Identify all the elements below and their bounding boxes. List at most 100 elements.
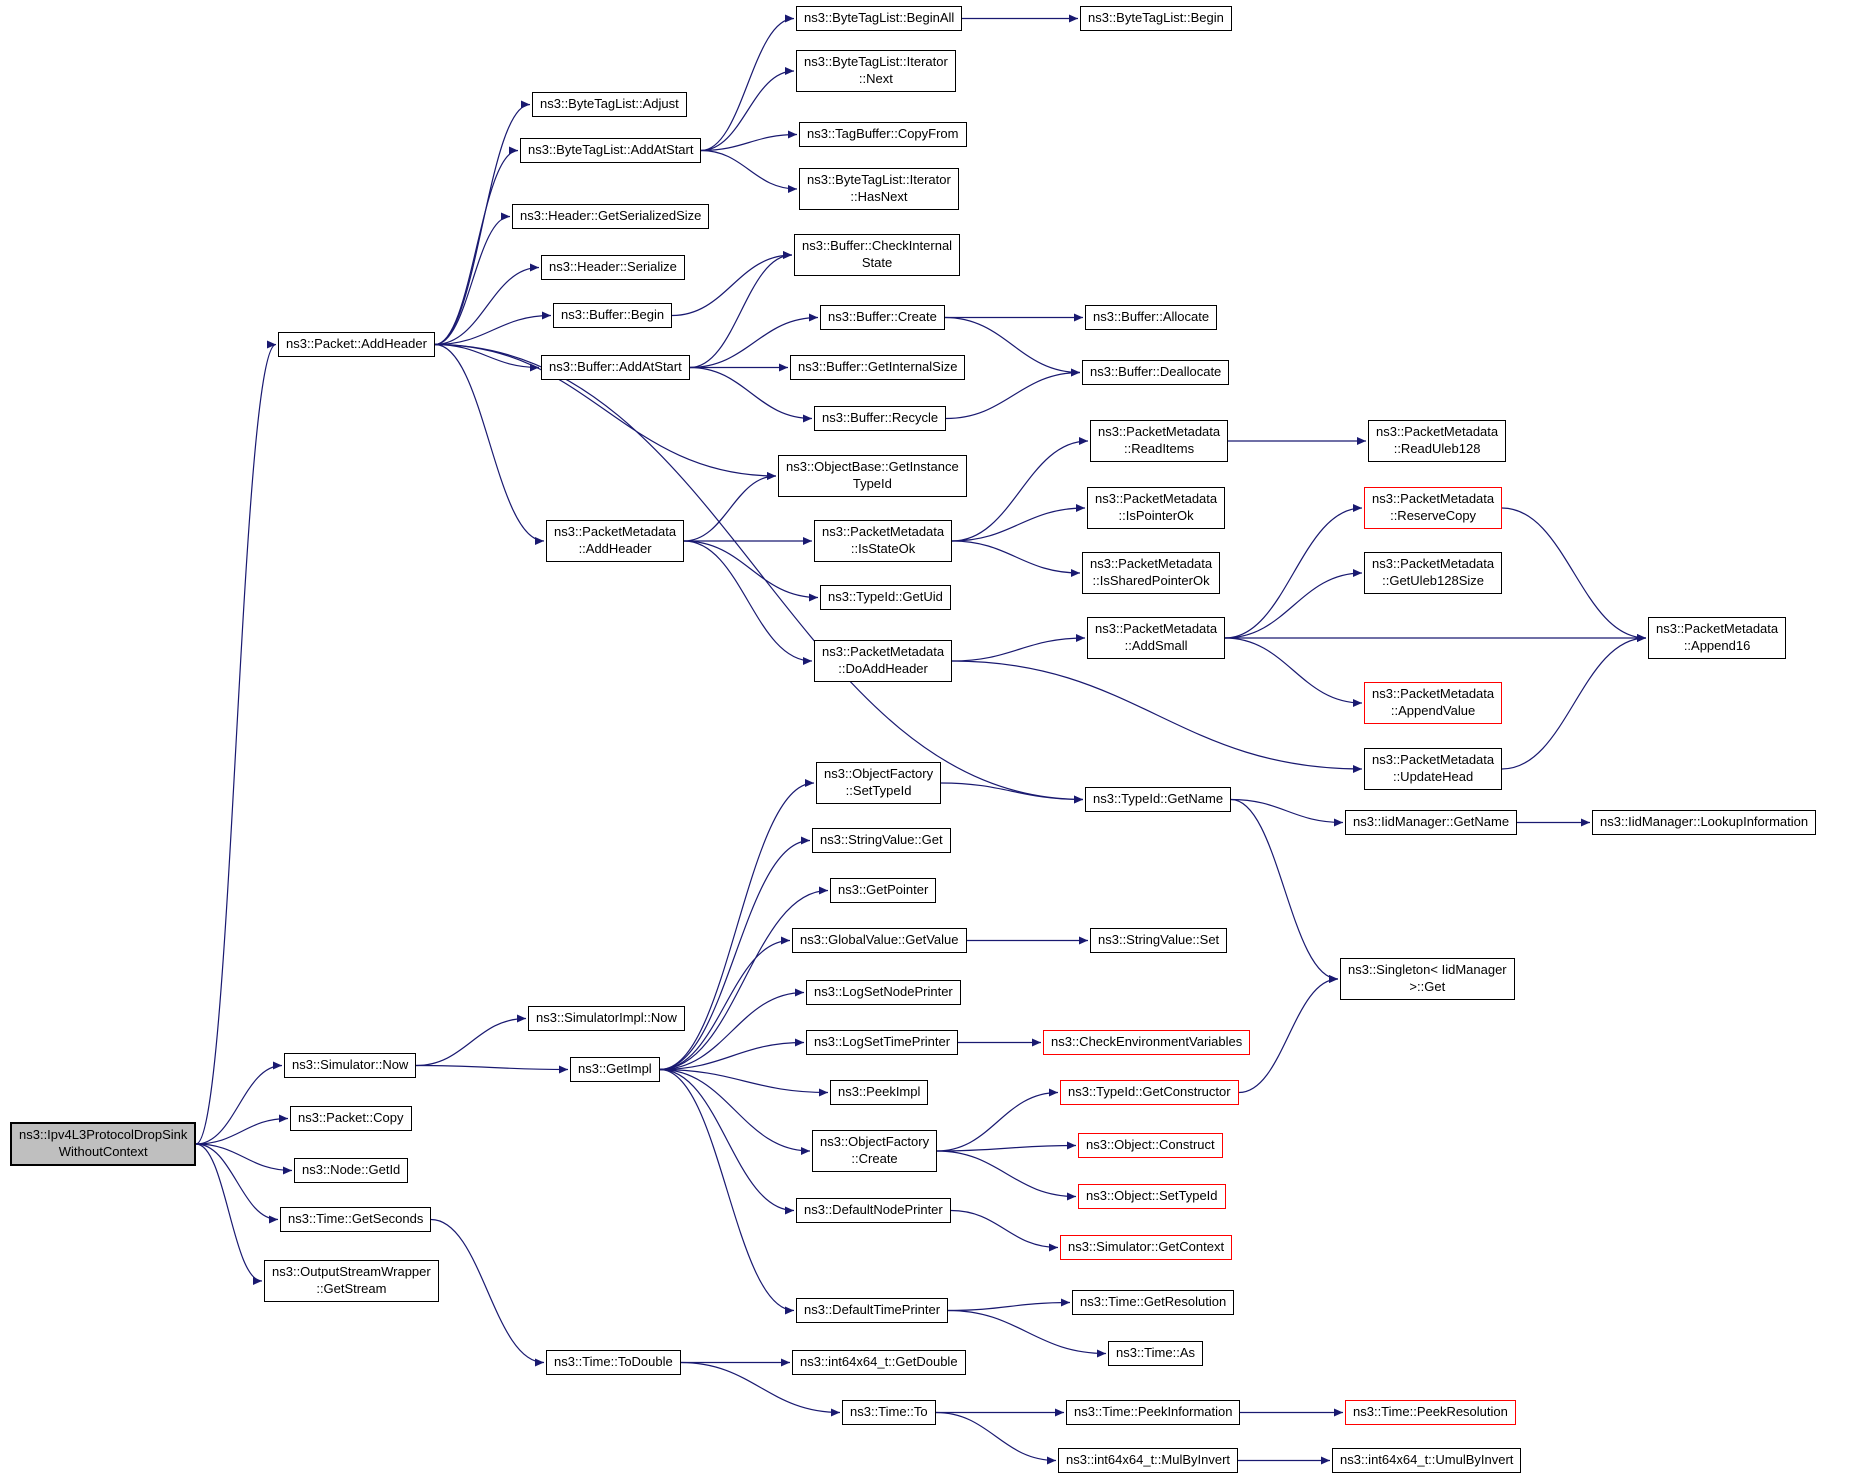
graph-node-label: ns3::TypeId::GetUid: [828, 589, 943, 604]
graph-node-time_todouble[interactable]: ns3::Time::ToDouble: [546, 1350, 681, 1375]
graph-node-label: ::GetStream: [316, 1280, 387, 1296]
call-edge-buf_addatstart-to-buf_create: [689, 313, 819, 369]
graph-node-sv_get[interactable]: ns3::StringValue::Get: [812, 828, 951, 853]
graph-node-logsettimeprinter[interactable]: ns3::LogSetTimePrinter: [806, 1030, 959, 1055]
graph-node-pkt_copy[interactable]: ns3::Packet::Copy: [290, 1106, 412, 1131]
graph-node-label: ns3::Ipv4L3ProtocolDropSink: [19, 1127, 188, 1142]
graph-node-btl_begin[interactable]: ns3::ByteTagList::Begin: [1080, 6, 1232, 31]
graph-node-label: ns3::Singleton< IidManager: [1348, 962, 1507, 977]
graph-node-hdr_getserializedsize[interactable]: ns3::Header::GetSerializedSize: [512, 204, 710, 229]
graph-node-pm_updatehead[interactable]: ns3::PacketMetadata::UpdateHead: [1364, 748, 1503, 790]
call-edge-root-to-node_getid: [195, 1143, 293, 1175]
call-edge-root-to-osw_getstream: [195, 1143, 263, 1286]
graph-node-time_as[interactable]: ns3::Time::As: [1108, 1341, 1203, 1366]
graph-node-buf_create[interactable]: ns3::Buffer::Create: [820, 305, 945, 330]
graph-node-sim_now[interactable]: ns3::Simulator::Now: [284, 1053, 417, 1078]
graph-node-defaultnodeprinter[interactable]: ns3::DefaultNodePrinter: [796, 1198, 951, 1223]
call-graph-edges: [195, 14, 1647, 1465]
graph-node-label: ns3::PacketMetadata: [554, 524, 677, 539]
graph-node-i64_getdouble[interactable]: ns3::int64x64_t::GetDouble: [792, 1350, 966, 1375]
graph-node-label: ns3::Buffer::Begin: [561, 307, 665, 322]
call-edge-of_create-to-obj_settypeid: [936, 1150, 1077, 1201]
graph-node-pm_readitems[interactable]: ns3::PacketMetadata::ReadItems: [1090, 420, 1229, 462]
graph-node-pm_ispointerok[interactable]: ns3::PacketMetadata::IsPointerOk: [1087, 487, 1226, 529]
graph-node-defaulttimeprinter[interactable]: ns3::DefaultTimePrinter: [796, 1298, 949, 1323]
graph-node-pm_append16[interactable]: ns3::PacketMetadata::Append16: [1648, 617, 1787, 659]
graph-node-time_peekinformation[interactable]: ns3::Time::PeekInformation: [1066, 1400, 1241, 1425]
graph-node-tid_getconstructor[interactable]: ns3::TypeId::GetConstructor: [1060, 1080, 1239, 1105]
graph-node-buf_recycle[interactable]: ns3::Buffer::Recycle: [814, 406, 947, 431]
graph-node-copyfrom[interactable]: ns3::TagBuffer::CopyFrom: [799, 122, 967, 147]
graph-node-label: ::IsPointerOk: [1118, 507, 1194, 523]
graph-node-getpointer[interactable]: ns3::GetPointer: [830, 878, 937, 903]
graph-node-hdr_serialize[interactable]: ns3::Header::Serialize: [541, 255, 685, 280]
graph-node-pm_getuleb128size[interactable]: ns3::PacketMetadata::GetUleb128Size: [1364, 552, 1503, 594]
graph-node-pm_reservecopy[interactable]: ns3::PacketMetadata::ReserveCopy: [1364, 487, 1503, 529]
call-edge-tid_getname-to-singleton_get: [1230, 798, 1339, 984]
graph-node-label: ns3::Object::SetTypeId: [1086, 1188, 1218, 1203]
graph-node-pm_appendvalue[interactable]: ns3::PacketMetadata::AppendValue: [1364, 682, 1503, 724]
graph-node-buf_addatstart[interactable]: ns3::Buffer::AddAtStart: [541, 355, 690, 380]
call-edge-pkt_addheader-to-hdr_serialize: [434, 263, 540, 346]
graph-node-label: ns3::Buffer::Deallocate: [1090, 364, 1222, 379]
graph-node-pm_addsmall[interactable]: ns3::PacketMetadata::AddSmall: [1087, 617, 1226, 659]
graph-node-adjust[interactable]: ns3::ByteTagList::Adjust: [532, 92, 687, 117]
graph-node-peekimpl[interactable]: ns3::PeekImpl: [830, 1080, 929, 1105]
graph-node-label: ::HasNext: [850, 188, 908, 204]
graph-node-pm_addheader[interactable]: ns3::PacketMetadata::AddHeader: [546, 520, 685, 562]
graph-node-label: ns3::ByteTagList::Adjust: [540, 96, 679, 111]
graph-node-label: ::GetUleb128Size: [1382, 572, 1485, 588]
graph-node-beginall[interactable]: ns3::ByteTagList::BeginAll: [796, 6, 963, 31]
call-edge-pkt_addheader-to-tid_getname: [434, 343, 1084, 804]
call-edge-root-to-time_getseconds: [195, 1143, 279, 1224]
graph-node-label: ns3::Buffer::Allocate: [1093, 309, 1210, 324]
graph-node-of_create[interactable]: ns3::ObjectFactory::Create: [812, 1130, 938, 1172]
graph-node-i64_umulbyinvert[interactable]: ns3::int64x64_t::UmulByInvert: [1332, 1448, 1522, 1473]
graph-node-pm_doaddheader[interactable]: ns3::PacketMetadata::DoAddHeader: [814, 640, 953, 682]
graph-node-time_peekresolution[interactable]: ns3::Time::PeekResolution: [1345, 1400, 1516, 1425]
graph-node-node_getid[interactable]: ns3::Node::GetId: [294, 1158, 409, 1183]
graph-node-sv_set[interactable]: ns3::StringValue::Set: [1090, 928, 1228, 953]
graph-node-label: ::UpdateHead: [1392, 768, 1474, 784]
graph-node-buf_begin[interactable]: ns3::Buffer::Begin: [553, 303, 673, 328]
graph-node-of_settypeid[interactable]: ns3::ObjectFactory::SetTypeId: [816, 762, 942, 804]
graph-node-gv_getvalue[interactable]: ns3::GlobalValue::GetValue: [792, 928, 967, 953]
graph-node-getimpl[interactable]: ns3::GetImpl: [570, 1057, 660, 1082]
graph-node-singleton_get[interactable]: ns3::Singleton< IidManager>::Get: [1340, 958, 1515, 1000]
graph-node-buf_allocate[interactable]: ns3::Buffer::Allocate: [1085, 305, 1218, 330]
call-edge-getimpl-to-of_settypeid: [659, 778, 815, 1071]
graph-node-iid_getname[interactable]: ns3::IidManager::GetName: [1345, 810, 1518, 835]
graph-node-obj_settypeid[interactable]: ns3::Object::SetTypeId: [1078, 1184, 1226, 1209]
graph-node-iid_lookupinformation[interactable]: ns3::IidManager::LookupInformation: [1592, 810, 1817, 835]
graph-node-obj_construct[interactable]: ns3::Object::Construct: [1078, 1133, 1223, 1158]
graph-node-buf_getinternalsize[interactable]: ns3::Buffer::GetInternalSize: [790, 355, 966, 380]
graph-node-tid_getuid[interactable]: ns3::TypeId::GetUid: [820, 585, 951, 610]
graph-node-pm_issharedpointerok[interactable]: ns3::PacketMetadata::IsSharedPointerOk: [1082, 552, 1221, 594]
graph-node-checkenv[interactable]: ns3::CheckEnvironmentVariables: [1043, 1030, 1251, 1055]
graph-node-label: TypeId: [852, 475, 892, 491]
graph-node-time_getresolution[interactable]: ns3::Time::GetResolution: [1072, 1290, 1235, 1315]
graph-node-label: ns3::TypeId::GetName: [1093, 791, 1224, 806]
graph-node-iter_next[interactable]: ns3::ByteTagList::Iterator::Next: [796, 50, 956, 92]
graph-node-time_to[interactable]: ns3::Time::To: [842, 1400, 936, 1425]
graph-node-time_getseconds[interactable]: ns3::Time::GetSeconds: [280, 1207, 432, 1232]
graph-node-label: WithoutContext: [58, 1143, 148, 1159]
graph-node-iter_hasnext[interactable]: ns3::ByteTagList::Iterator::HasNext: [799, 168, 959, 210]
graph-node-pkt_addheader[interactable]: ns3::Packet::AddHeader: [278, 332, 435, 357]
graph-node-sim_getcontext[interactable]: ns3::Simulator::GetContext: [1060, 1235, 1233, 1260]
graph-node-simimpl_now[interactable]: ns3::SimulatorImpl::Now: [528, 1006, 685, 1031]
graph-node-btl_addatstart[interactable]: ns3::ByteTagList::AddAtStart: [520, 138, 702, 163]
graph-node-label: ns3::Time::PeekInformation: [1074, 1404, 1233, 1419]
graph-node-i64_mulbyinvert[interactable]: ns3::int64x64_t::MulByInvert: [1058, 1448, 1239, 1473]
graph-node-tid_getname[interactable]: ns3::TypeId::GetName: [1085, 787, 1232, 812]
graph-node-logsetnodeprinter[interactable]: ns3::LogSetNodePrinter: [806, 980, 961, 1005]
call-edge-root-to-pkt_copy: [195, 1114, 289, 1145]
graph-node-buf_deallocate[interactable]: ns3::Buffer::Deallocate: [1082, 360, 1230, 385]
graph-node-pm_isstateok[interactable]: ns3::PacketMetadata::IsStateOk: [814, 520, 953, 562]
graph-node-pm_readuleb128[interactable]: ns3::PacketMetadata::ReadUleb128: [1368, 420, 1507, 462]
graph-node-osw_getstream[interactable]: ns3::OutputStreamWrapper::GetStream: [264, 1260, 439, 1302]
graph-node-label: ns3::ByteTagList::AddAtStart: [528, 142, 694, 157]
